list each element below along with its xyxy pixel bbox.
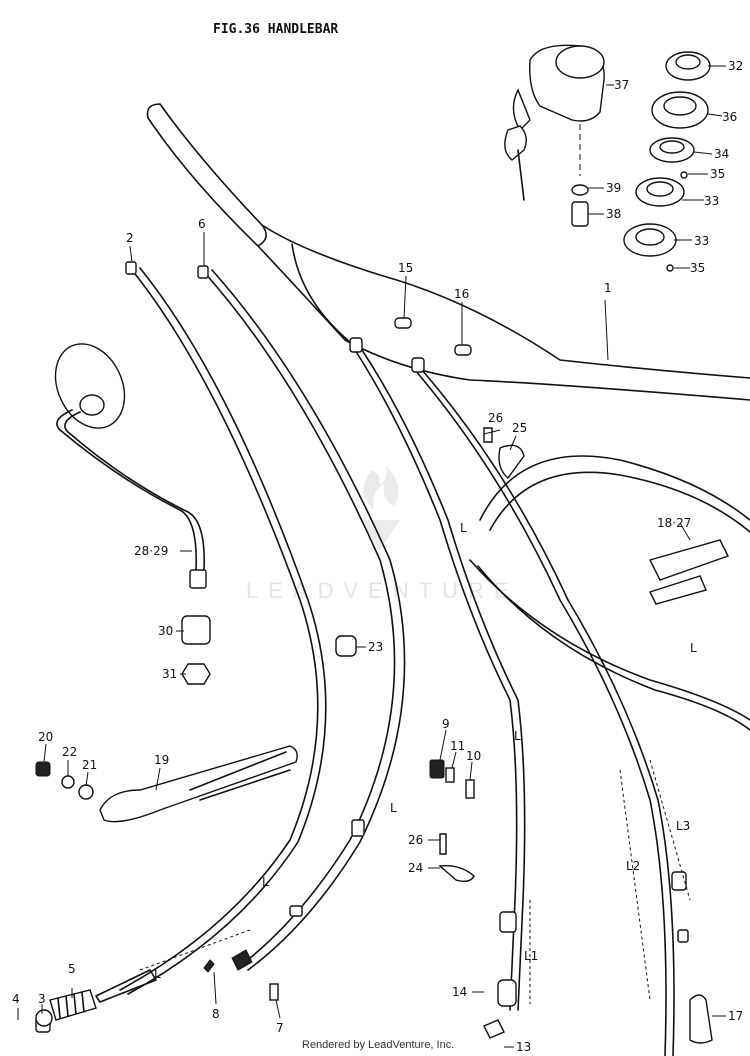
dim-l3: L3 bbox=[676, 819, 690, 833]
callout-8: 8 bbox=[212, 1007, 220, 1021]
callout-labels: 1 2 3 4 5 6 7 8 9 10 11 13 14 15 16 17 1… bbox=[12, 59, 743, 1054]
footer-credit: Rendered by LeadVenture, Inc. bbox=[302, 1039, 454, 1051]
callout-28-29: 28·29 bbox=[134, 544, 168, 558]
callout-35b: 35 bbox=[690, 261, 705, 275]
callout-26a: 26 bbox=[488, 411, 503, 425]
figure-title: FIG.36 HANDLEBAR bbox=[213, 22, 338, 37]
throttle-cables bbox=[349, 317, 750, 1056]
callout-1: 1 bbox=[604, 281, 612, 295]
callout-3: 3 bbox=[38, 992, 46, 1006]
dim-l-b: L bbox=[390, 801, 397, 815]
callout-31: 31 bbox=[162, 667, 177, 681]
callout-33a: 33 bbox=[704, 194, 719, 208]
callout-34: 34 bbox=[714, 147, 729, 161]
callout-37: 37 bbox=[614, 78, 629, 92]
callout-39: 39 bbox=[606, 181, 621, 195]
callout-19: 19 bbox=[154, 753, 169, 767]
ignition-switch bbox=[504, 44, 605, 227]
callout-13: 13 bbox=[516, 1040, 531, 1054]
callout-26b: 26 bbox=[408, 833, 423, 847]
callout-16: 16 bbox=[454, 287, 469, 301]
dim-l-e: L bbox=[690, 641, 697, 655]
callout-30: 30 bbox=[158, 624, 173, 638]
callout-38: 38 bbox=[606, 207, 621, 221]
callout-15: 15 bbox=[398, 261, 413, 275]
callout-14: 14 bbox=[452, 985, 467, 999]
callout-22: 22 bbox=[62, 745, 77, 759]
front-brake-cable bbox=[197, 265, 406, 971]
clutch-cable bbox=[95, 261, 327, 1003]
dim-l-c: L bbox=[460, 521, 467, 535]
callout-32: 32 bbox=[728, 59, 743, 73]
dim-l-a: L bbox=[262, 875, 269, 889]
callout-21: 21 bbox=[82, 758, 97, 772]
callout-5: 5 bbox=[68, 962, 76, 976]
callout-7: 7 bbox=[276, 1021, 284, 1035]
left-lever-bracket bbox=[35, 745, 298, 823]
dimension-lines bbox=[139, 759, 691, 1004]
dim-l-d: L bbox=[514, 729, 521, 743]
small-hardware bbox=[35, 427, 729, 1044]
dim-l1: L1 bbox=[524, 949, 538, 963]
callout-35a: 35 bbox=[710, 167, 725, 181]
callout-24: 24 bbox=[408, 861, 423, 875]
callout-9: 9 bbox=[442, 717, 450, 731]
steering-stem-nuts bbox=[623, 51, 711, 272]
callout-20: 20 bbox=[38, 730, 53, 744]
watermark: LEADVENTURE bbox=[246, 466, 519, 603]
callout-33b: 33 bbox=[694, 234, 709, 248]
callout-23: 23 bbox=[368, 640, 383, 654]
callout-17: 17 bbox=[728, 1009, 743, 1023]
callout-10: 10 bbox=[466, 749, 481, 763]
callout-36: 36 bbox=[722, 110, 737, 124]
leader-lines bbox=[17, 65, 726, 1048]
callout-11: 11 bbox=[450, 739, 465, 753]
callout-6: 6 bbox=[198, 217, 206, 231]
watermark-text: LEADVENTURE bbox=[246, 578, 519, 603]
callout-4: 4 bbox=[12, 992, 20, 1006]
mirror-assembly bbox=[54, 343, 211, 685]
callout-18-27: 18·27 bbox=[657, 516, 691, 530]
dim-l2: L2 bbox=[626, 859, 640, 873]
callout-2: 2 bbox=[126, 231, 134, 245]
dim-l-f: L bbox=[154, 967, 161, 981]
callout-25: 25 bbox=[512, 421, 527, 435]
dimension-labels: L L L L L L L1 L2 L3 bbox=[154, 521, 697, 981]
